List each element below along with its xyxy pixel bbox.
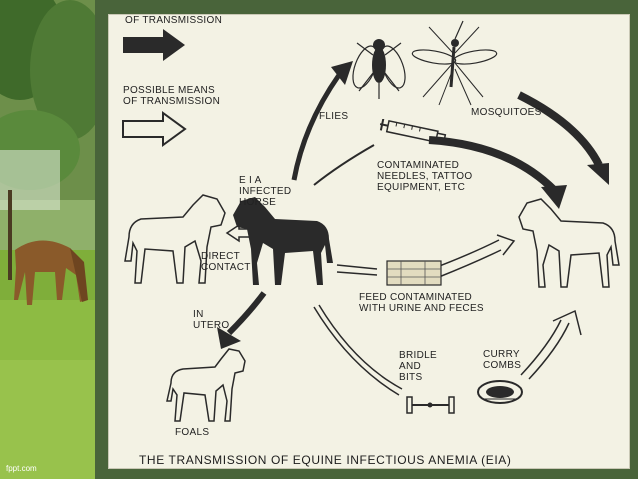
syringe-icon [379,119,465,144]
in-utero-label: IN UTERO [193,309,230,331]
legend-direct-arrow-icon [123,29,185,61]
legend-possible-arrow-icon [122,111,187,147]
meadow-photo [0,0,95,479]
bridle-bit-icon [406,396,455,414]
curry-label: CURRY COMBS [483,349,522,371]
mosquitoes-label: MOSQUITOES [471,107,542,118]
recipient-horse-icon [518,198,620,288]
legend-direct-label: OF TRANSMISSION [125,15,223,26]
curry-comb-icon [477,380,523,404]
diagram-slide: OF TRANSMISSION POSSIBLE MEANS OF TRANSM… [108,14,630,469]
feed-label: FEED CONTAMINATED WITH URINE AND FECES [359,292,484,314]
foals-label: FOALS [175,427,210,438]
foal-icon [166,348,246,422]
contact-horse-icon [124,194,226,284]
fly-icon [352,39,406,99]
diagram-title: THE TRANSMISSION OF EQUINE INFECTIOUS AN… [139,453,512,467]
needles-label: CONTAMINATED NEEDLES, TATTOO EQUIPMENT, … [377,160,473,193]
bridle-label: BRIDLE AND BITS [399,350,437,383]
mosquito-icon [411,20,498,106]
infected-horse-icon [233,197,333,285]
infected-horse-label: E I A INFECTED HORSE [239,175,292,208]
transmission-arrows [217,61,609,396]
legend-possible-label: POSSIBLE MEANS OF TRANSMISSION [123,85,221,107]
direct-contact-label: DIRECT CONTACT [201,251,251,273]
flies-label: FLIES [319,111,349,122]
hay-bale-icon [386,260,442,286]
brand-watermark: fppt.com [6,464,37,473]
background-photo [0,0,95,479]
